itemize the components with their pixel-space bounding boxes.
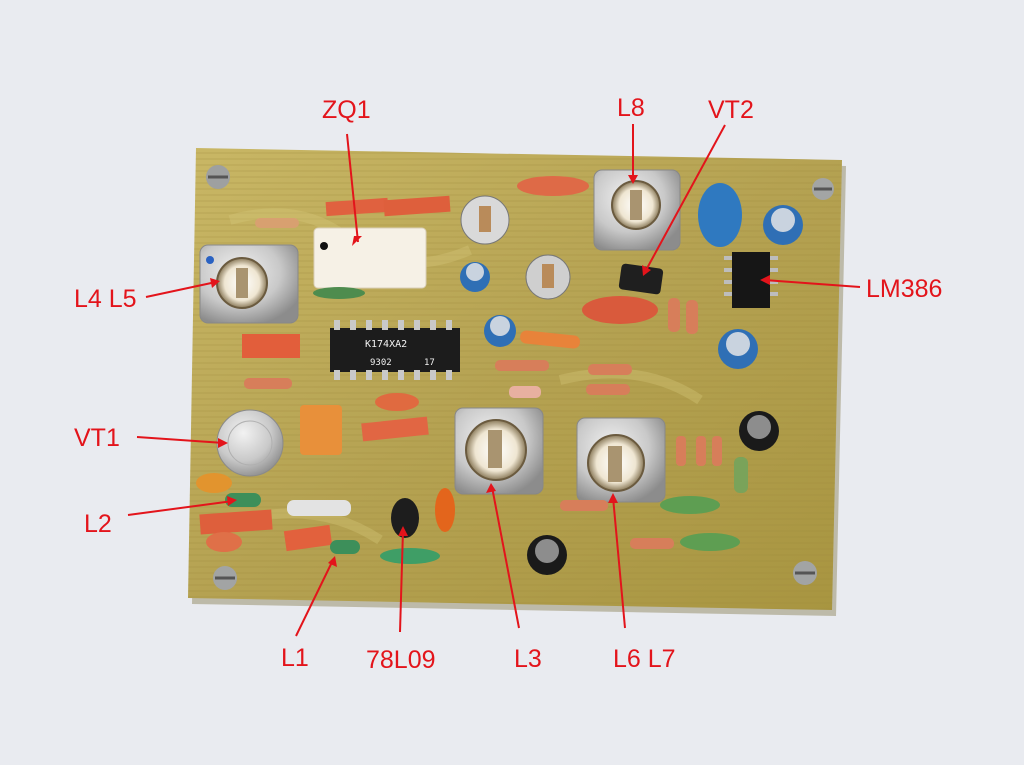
label-lm386: LM386 xyxy=(866,275,942,303)
trimmer-pots xyxy=(460,195,571,300)
screw-bottom-right xyxy=(793,561,817,585)
label-l3: L3 xyxy=(514,645,542,673)
label-zq1: ZQ1 xyxy=(322,96,371,124)
coil-can-l6-l7 xyxy=(576,417,666,503)
ic-marking-line2: 9302 xyxy=(370,358,392,368)
annotations: ZQ1 L8 VT2 LM386 L4 L5 VT1 L2 L1 78L09 L… xyxy=(74,94,942,674)
label-vt1: VT1 xyxy=(74,424,120,452)
ic-k174xa2: K174XA2 9302 17 xyxy=(330,320,460,380)
coil-can-l3 xyxy=(454,407,544,495)
label-l2: L2 xyxy=(84,510,112,538)
label-l1: L1 xyxy=(281,644,309,672)
crystal-zq1 xyxy=(313,227,427,289)
regulator-78l09 xyxy=(380,498,440,564)
transistor-vt2 xyxy=(618,263,664,295)
label-l6-l7: L6 L7 xyxy=(613,645,676,673)
coil-can-l4-l5 xyxy=(199,244,299,324)
screw-top-left xyxy=(206,165,230,189)
label-vt2: VT2 xyxy=(708,96,754,124)
label-l4-l5: L4 L5 xyxy=(74,285,137,313)
resistors xyxy=(244,218,722,549)
screw-bottom-left xyxy=(213,566,237,590)
electrolytic-capacitors xyxy=(460,183,803,575)
green-parts xyxy=(225,287,748,554)
coil-can-l8 xyxy=(593,169,681,251)
ic-marking-line1: K174XA2 xyxy=(365,339,407,350)
label-l8: L8 xyxy=(617,94,645,122)
label-78l09: 78L09 xyxy=(366,646,436,674)
orange-capacitors xyxy=(196,176,658,552)
screw-top-right xyxy=(812,178,834,200)
ic-marking-line3: 17 xyxy=(424,358,435,368)
